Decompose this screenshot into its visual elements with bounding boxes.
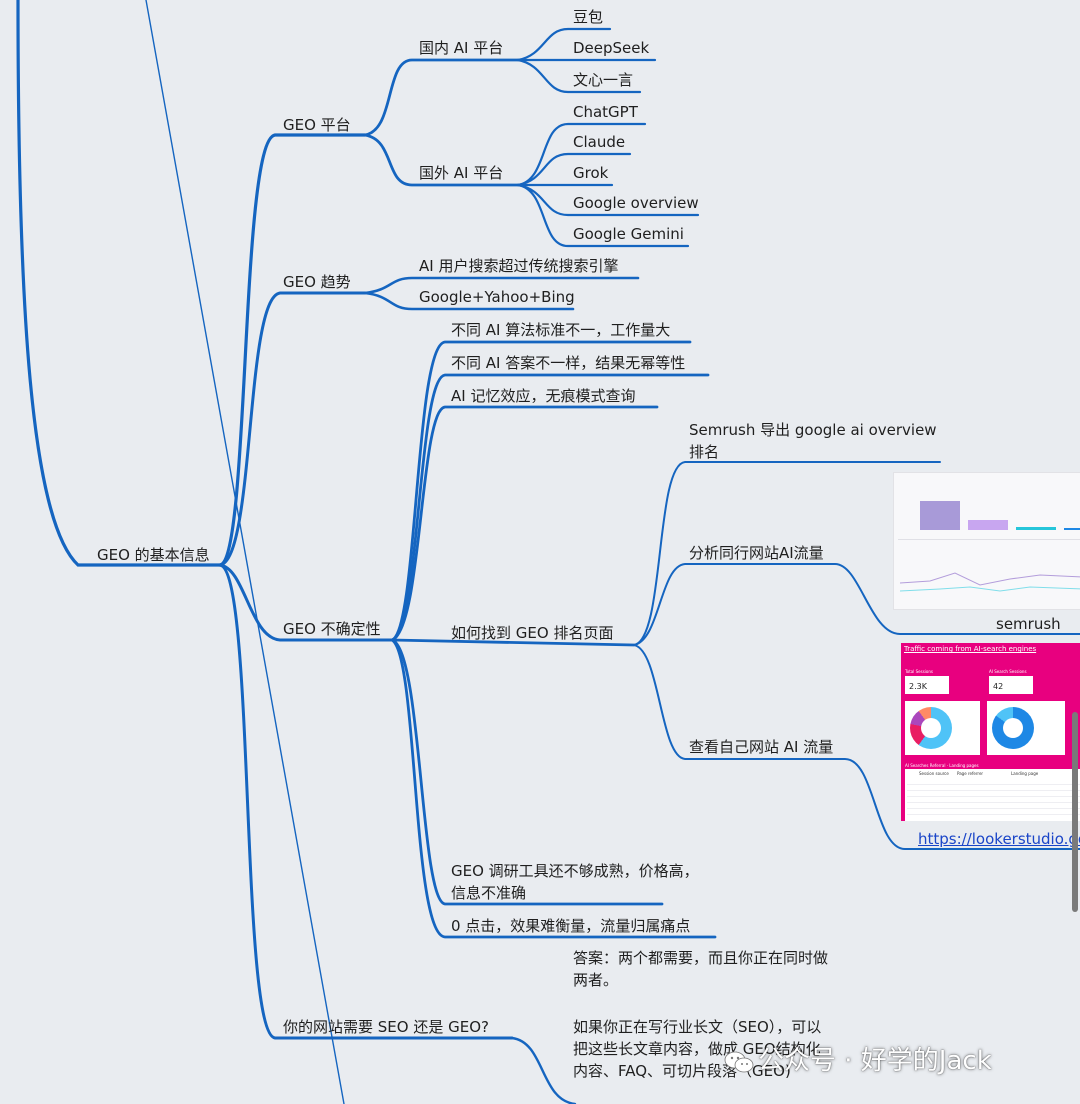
zero-click-label[interactable]: 0 点击，效果难衡量，流量归属痛点 xyxy=(451,917,691,935)
connector-seo-detail xyxy=(510,1036,577,1104)
table-title: AI Searches Referral · Landing pages xyxy=(905,763,979,768)
uncertainty-item[interactable]: AI 记忆效应，无痕模式查询 xyxy=(451,387,636,405)
trend-item[interactable]: AI 用户搜索超过传统搜索引擎 xyxy=(419,257,619,275)
ai-sessions-card: 42 xyxy=(989,676,1033,694)
traffic-report-thumbnail: Traffic coming from AI-search engines To… xyxy=(901,643,1080,821)
foreign-item[interactable]: Google Gemini xyxy=(573,225,684,243)
uncertainty-item[interactable]: 不同 AI 答案不一样，结果无幂等性 xyxy=(451,354,686,372)
connector-unc-zero xyxy=(390,638,717,939)
domestic-item[interactable]: 文心一言 xyxy=(573,71,634,89)
connector-unc-tools xyxy=(390,638,664,906)
connector-root-trunk xyxy=(16,0,222,567)
thumb-bar xyxy=(1016,527,1056,530)
connector-foreign-5 xyxy=(516,183,690,248)
connector-foreign-1 xyxy=(516,122,647,187)
foreign-item[interactable]: Google overview xyxy=(573,194,699,212)
table-col: Landing page xyxy=(1011,771,1039,776)
table-rows xyxy=(907,779,1080,815)
connector-root-trend xyxy=(218,291,367,567)
foreign-item[interactable]: Grok xyxy=(573,164,609,182)
table-col: Session source xyxy=(919,771,949,776)
total-sessions-card: 2.3K xyxy=(905,676,949,694)
seo-geo-answer: 答案：两个都需要，而且你正在同时做两者。 xyxy=(573,949,829,989)
semrush-chart-thumbnail xyxy=(893,472,1080,610)
domestic-item[interactable]: 豆包 xyxy=(573,8,604,26)
domestic-platform-label[interactable]: 国内 AI 平台 xyxy=(419,39,504,57)
connector-thin-guide xyxy=(145,0,345,1104)
thumb-line-chart xyxy=(900,572,1080,592)
table-col: Page referrer xyxy=(957,771,984,776)
lookerstudio-link-text[interactable]: https://lookerstudio.go xyxy=(918,830,1080,848)
donut-chart xyxy=(992,707,1034,749)
semrush-caption: semrush xyxy=(996,615,1061,633)
connector-platform-foreign xyxy=(363,133,520,187)
uncertainty-node-label[interactable]: GEO 不确定性 xyxy=(283,620,381,638)
connector-unc-3 xyxy=(390,405,659,642)
total-sessions-value: 2.3K xyxy=(909,682,927,691)
connector-foreign-2 xyxy=(516,152,632,187)
seo-vs-geo-node-label[interactable]: 你的网站需要 SEO 还是 GEO? xyxy=(283,1018,489,1036)
connector-find-competitor xyxy=(633,563,1080,646)
thumb-bar xyxy=(1064,528,1080,530)
connector-domestic-3 xyxy=(516,58,642,94)
connector-root-platform xyxy=(218,133,367,567)
tools-immature-label[interactable]: GEO 调研工具还不够成熟，价格高，信息不准确 xyxy=(451,862,699,902)
uncertainty-item[interactable]: 不同 AI 算法标准不一，工作量大 xyxy=(451,321,671,339)
donut-card xyxy=(987,701,1065,755)
thumb-bar xyxy=(968,520,1008,530)
connector-trend-1 xyxy=(363,276,640,295)
connector-find-semrush xyxy=(633,461,941,646)
thumb-bar xyxy=(920,501,960,530)
thumb-divider xyxy=(898,539,1080,540)
connector-platform-domestic xyxy=(363,58,520,137)
ai-sessions-label: AI Search Sessions xyxy=(989,669,1027,674)
domestic-item[interactable]: DeepSeek xyxy=(573,39,650,57)
trend-node-label[interactable]: GEO 趋势 xyxy=(283,273,351,291)
platform-node-label[interactable]: GEO 平台 xyxy=(283,116,351,134)
donut-chart xyxy=(910,707,952,749)
watermark: 公众号 · 好学的Jack xyxy=(724,1040,992,1077)
find-ranking-label[interactable]: 如何找到 GEO 排名页面 xyxy=(451,624,614,642)
landing-pages-table: Session source Page referrer Landing pag… xyxy=(905,769,1080,821)
vertical-scrollbar[interactable] xyxy=(1072,712,1078,912)
root-node-label[interactable]: GEO 的基本信息 xyxy=(97,546,210,564)
lookerstudio-link: https://lookerstudio.go xyxy=(918,828,1080,850)
connector-unc-2 xyxy=(390,373,710,642)
connector-root-seo xyxy=(218,563,514,1040)
donut-card xyxy=(905,701,980,755)
foreign-item[interactable]: Claude xyxy=(573,133,626,151)
connector-trend-2 xyxy=(363,291,575,311)
own-site-traffic-label[interactable]: 查看自己网站 AI 流量 xyxy=(689,738,834,756)
watermark-text: 公众号 · 好学的Jack xyxy=(758,1046,992,1076)
foreign-item[interactable]: ChatGPT xyxy=(573,103,638,121)
connector-find-own xyxy=(633,644,1080,850)
trend-item[interactable]: Google+Yahoo+Bing xyxy=(419,288,575,306)
foreign-platform-label[interactable]: 国外 AI 平台 xyxy=(419,164,504,182)
wechat-icon xyxy=(724,1050,754,1074)
connector-unc-find xyxy=(390,638,636,647)
competitor-traffic-label[interactable]: 分析同行网站AI流量 xyxy=(689,544,824,562)
semrush-export-label[interactable]: Semrush 导出 google ai overview 排名 xyxy=(689,421,937,461)
ai-sessions-value: 42 xyxy=(993,682,1004,691)
connector-domestic-1 xyxy=(516,27,612,62)
total-sessions-label: Total Sessions xyxy=(905,669,933,674)
connector-root-uncertainty xyxy=(218,563,394,642)
traffic-report-title: Traffic coming from AI-search engines xyxy=(904,645,1037,653)
